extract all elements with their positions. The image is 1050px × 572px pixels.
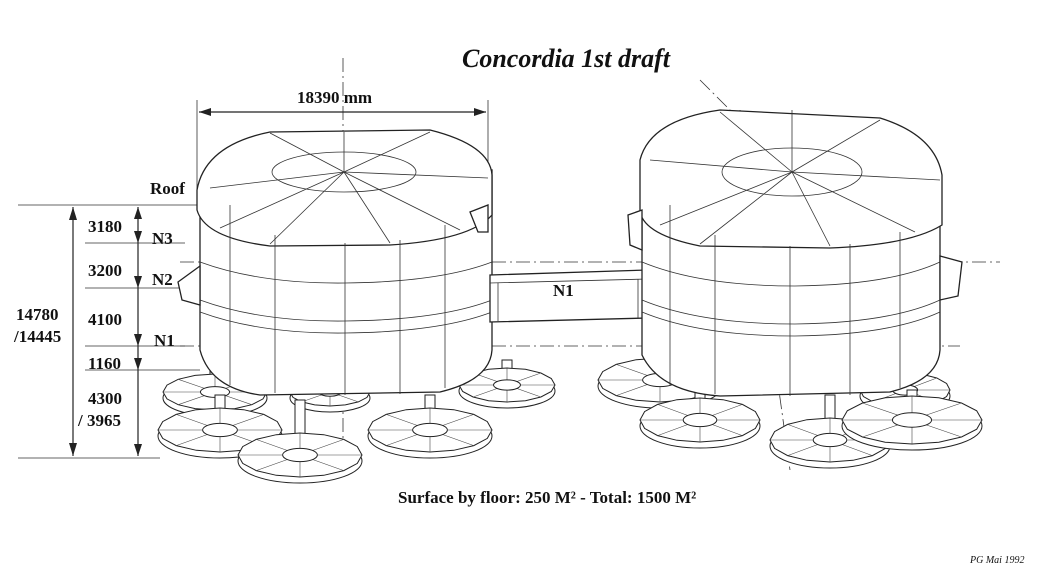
right-n1-band-top — [641, 299, 941, 325]
dim-3180: 3180 — [88, 217, 122, 236]
level-arrow-4 — [134, 334, 142, 346]
dim-3965: / 3965 — [78, 411, 121, 430]
level-arrow-2 — [134, 231, 142, 243]
surface-caption: Surface by floor: 250 M² - Total: 1500 M… — [398, 488, 697, 507]
left-facade-lines — [229, 205, 446, 395]
total-height-bottom: /14445 — [14, 327, 62, 346]
foot-pad — [237, 399, 363, 484]
width-arrow-left — [199, 108, 211, 116]
right-n2-band — [641, 261, 941, 287]
left-building-feet — [157, 359, 556, 484]
left-building-roof — [196, 129, 493, 247]
left-building — [177, 129, 493, 396]
dim-3200: 3200 — [88, 261, 122, 280]
foot-pad — [367, 394, 493, 459]
drawing-title: Concordia 1st draft — [462, 44, 671, 73]
n1-label: N1 — [154, 331, 175, 350]
n2-label: N2 — [152, 270, 173, 289]
right-side-module — [627, 209, 643, 251]
level-arrow-5 — [134, 358, 142, 370]
total-arrow-bottom — [69, 443, 77, 456]
n3-label: N3 — [152, 229, 173, 248]
left-side-module — [469, 204, 489, 233]
left-balcony — [177, 264, 201, 306]
total-arrow-top — [69, 207, 77, 220]
level-arrow-1 — [134, 207, 142, 219]
level-arrow-3 — [134, 276, 142, 288]
right-diagonal-axis — [699, 79, 741, 121]
roof-label: Roof — [150, 179, 185, 198]
right-roof-rays — [649, 110, 941, 247]
width-dimension-label: 18390 mm — [297, 88, 373, 107]
right-building-roof — [639, 109, 943, 249]
corridor-top-edge — [489, 278, 649, 284]
right-facade-lines — [669, 205, 901, 396]
foot-pad — [458, 359, 556, 409]
left-roof-rays — [209, 131, 489, 245]
right-n1-band-bottom — [641, 311, 941, 337]
right-balcony — [939, 255, 963, 301]
dim-4100: 4100 — [88, 310, 122, 329]
right-building — [627, 109, 963, 397]
foot-pad — [841, 389, 983, 451]
total-height-top: 14780 — [16, 305, 59, 324]
dim-4300: 4300 — [88, 389, 122, 408]
author-credit: PG Mai 1992 — [970, 555, 1025, 566]
level-arrow-6 — [134, 444, 142, 456]
foot-pad — [639, 389, 761, 449]
corridor-label: N1 — [553, 281, 574, 300]
dim-1160: 1160 — [88, 354, 122, 373]
width-arrow-right — [474, 108, 486, 116]
